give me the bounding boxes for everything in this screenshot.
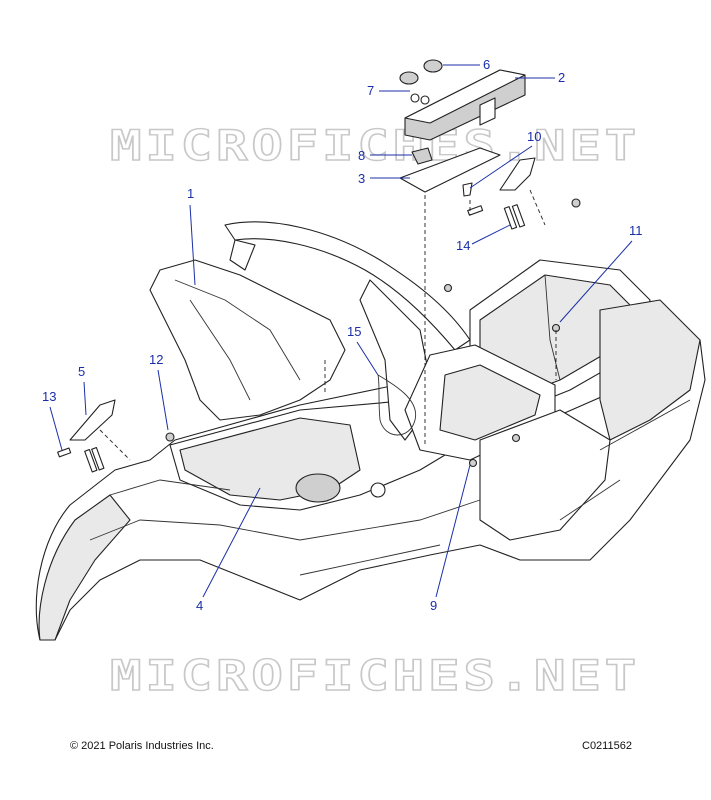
callout-14: 14 xyxy=(456,238,470,253)
watermark-bottom: MICROFICHES.NET xyxy=(110,651,640,700)
assembly-lines xyxy=(99,189,557,461)
callout-7: 7 xyxy=(367,83,374,98)
part-pins xyxy=(467,204,526,230)
part-clip xyxy=(411,147,433,165)
callouts: 1 2 3 4 5 6 7 8 9 10 11 12 13 14 15 xyxy=(42,57,643,613)
rear-body-assembly xyxy=(35,221,706,641)
part-screws xyxy=(165,198,581,468)
figure-code: C0211562 xyxy=(582,740,632,752)
part-latch-left xyxy=(69,399,116,441)
callout-1: 1 xyxy=(187,186,194,201)
callout-2: 2 xyxy=(558,70,565,85)
part-bracket xyxy=(404,69,526,141)
callout-8: 8 xyxy=(358,148,365,163)
callout-15: 15 xyxy=(347,324,361,339)
part-grommets xyxy=(399,59,443,105)
callout-5: 5 xyxy=(78,364,85,379)
callout-10: 10 xyxy=(527,129,541,144)
part-plate xyxy=(399,147,501,193)
callout-6: 6 xyxy=(483,57,490,72)
callout-11: 11 xyxy=(629,223,643,238)
part-pins-left xyxy=(57,447,105,473)
part-latch xyxy=(499,157,536,191)
callout-4: 4 xyxy=(196,598,203,613)
watermark-top: MICROFICHES.NET xyxy=(110,121,640,170)
callout-9: 9 xyxy=(430,598,437,613)
callout-12: 12 xyxy=(149,352,163,367)
callout-13: 13 xyxy=(42,389,56,404)
part-cable xyxy=(377,374,417,436)
part-small-clip xyxy=(462,182,473,197)
callout-3: 3 xyxy=(358,171,365,186)
copyright-notice: © 2021 Polaris Industries Inc. xyxy=(70,740,214,752)
